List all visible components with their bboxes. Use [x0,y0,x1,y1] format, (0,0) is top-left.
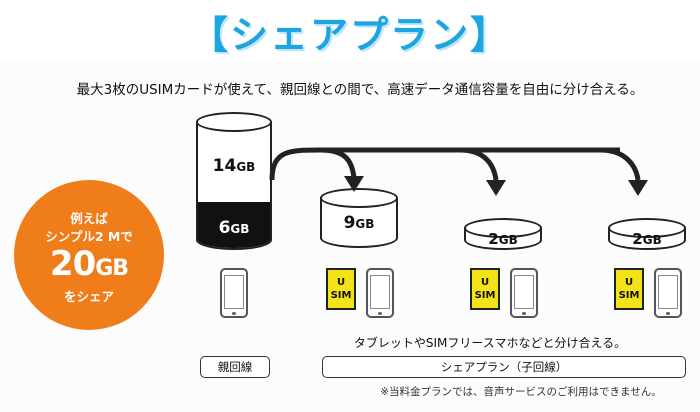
parent-cylinder: 14GB 6GB [196,112,272,252]
child-value-1: 9 [343,213,356,233]
promo-amount-unit: GB [95,256,129,281]
child-label-1: 9GB [320,213,398,233]
parent-lower-unit: GB [230,222,250,236]
child-unit-2: GB [498,233,518,247]
child-value-3: 2 [632,230,643,248]
child-value-2: 2 [488,230,499,248]
lead-text: 最大3枚のUSIMカードが使えて、親回線との間で、高速データ通信容量を自由に分け… [76,82,644,98]
child-unit-1: GB [355,217,375,231]
parent-upper-value: 14 [212,156,237,176]
sim-u-label: U [624,277,634,288]
tablet-icon-1 [366,268,394,318]
parent-lower-label: 6GB [196,218,272,238]
sim-u-label: U [336,277,346,288]
footnote: ※当料金プランでは、音声サービスのご利用はできません。 [380,386,662,398]
parent-cylinder-dark [198,202,270,248]
usim-card-icon-2: U SIM [470,268,500,310]
child-label-3: 2GB [608,230,686,248]
child-cylinder-3: 2GB [608,218,686,250]
child-cylinder-2: 2GB [464,218,542,250]
child-cylinder-top [608,218,686,238]
child-label-2: 2GB [464,230,542,248]
parent-upper-label: 14GB [196,156,272,176]
parent-line-label: 親回線 [200,356,270,378]
promo-line3: をシェア [63,289,114,304]
usim-card-icon-3: U SIM [614,268,644,310]
child-cylinder-1: 9GB [320,188,398,250]
child-unit-3: GB [642,233,662,247]
parent-cylinder-top [196,112,272,132]
promo-amount-value: 20 [49,244,96,284]
sim-label: SIM [474,290,496,301]
parent-lower-value: 6 [218,218,231,238]
phone-icon-3 [654,268,682,318]
sim-label: SIM [618,290,640,301]
promo-amount: 20GB [14,244,164,284]
parent-phone-icon [220,268,248,318]
usim-card-icon-1: U SIM [326,268,356,310]
sim-u-label: U [480,277,490,288]
sim-label: SIM [330,290,352,301]
parent-upper-unit: GB [236,160,256,174]
phone-icon-2 [510,268,538,318]
child-cylinder-top [320,188,398,208]
promo-line1: 例えば [70,211,108,226]
page-title: 【シェアプラン】 [189,13,510,57]
parent-cylinder-body [196,122,272,250]
promo-circle: 例えば シンプル2 Mで 20GB をシェア [14,180,164,330]
header-band [0,0,700,60]
child-line-label: シェアプラン（子回線） [322,356,686,378]
share-caption: タブレットやSIMフリースマホなどと分け合える。 [353,336,627,350]
promo-line2: シンプル2 Mで [45,229,133,244]
child-cylinder-top [464,218,542,238]
